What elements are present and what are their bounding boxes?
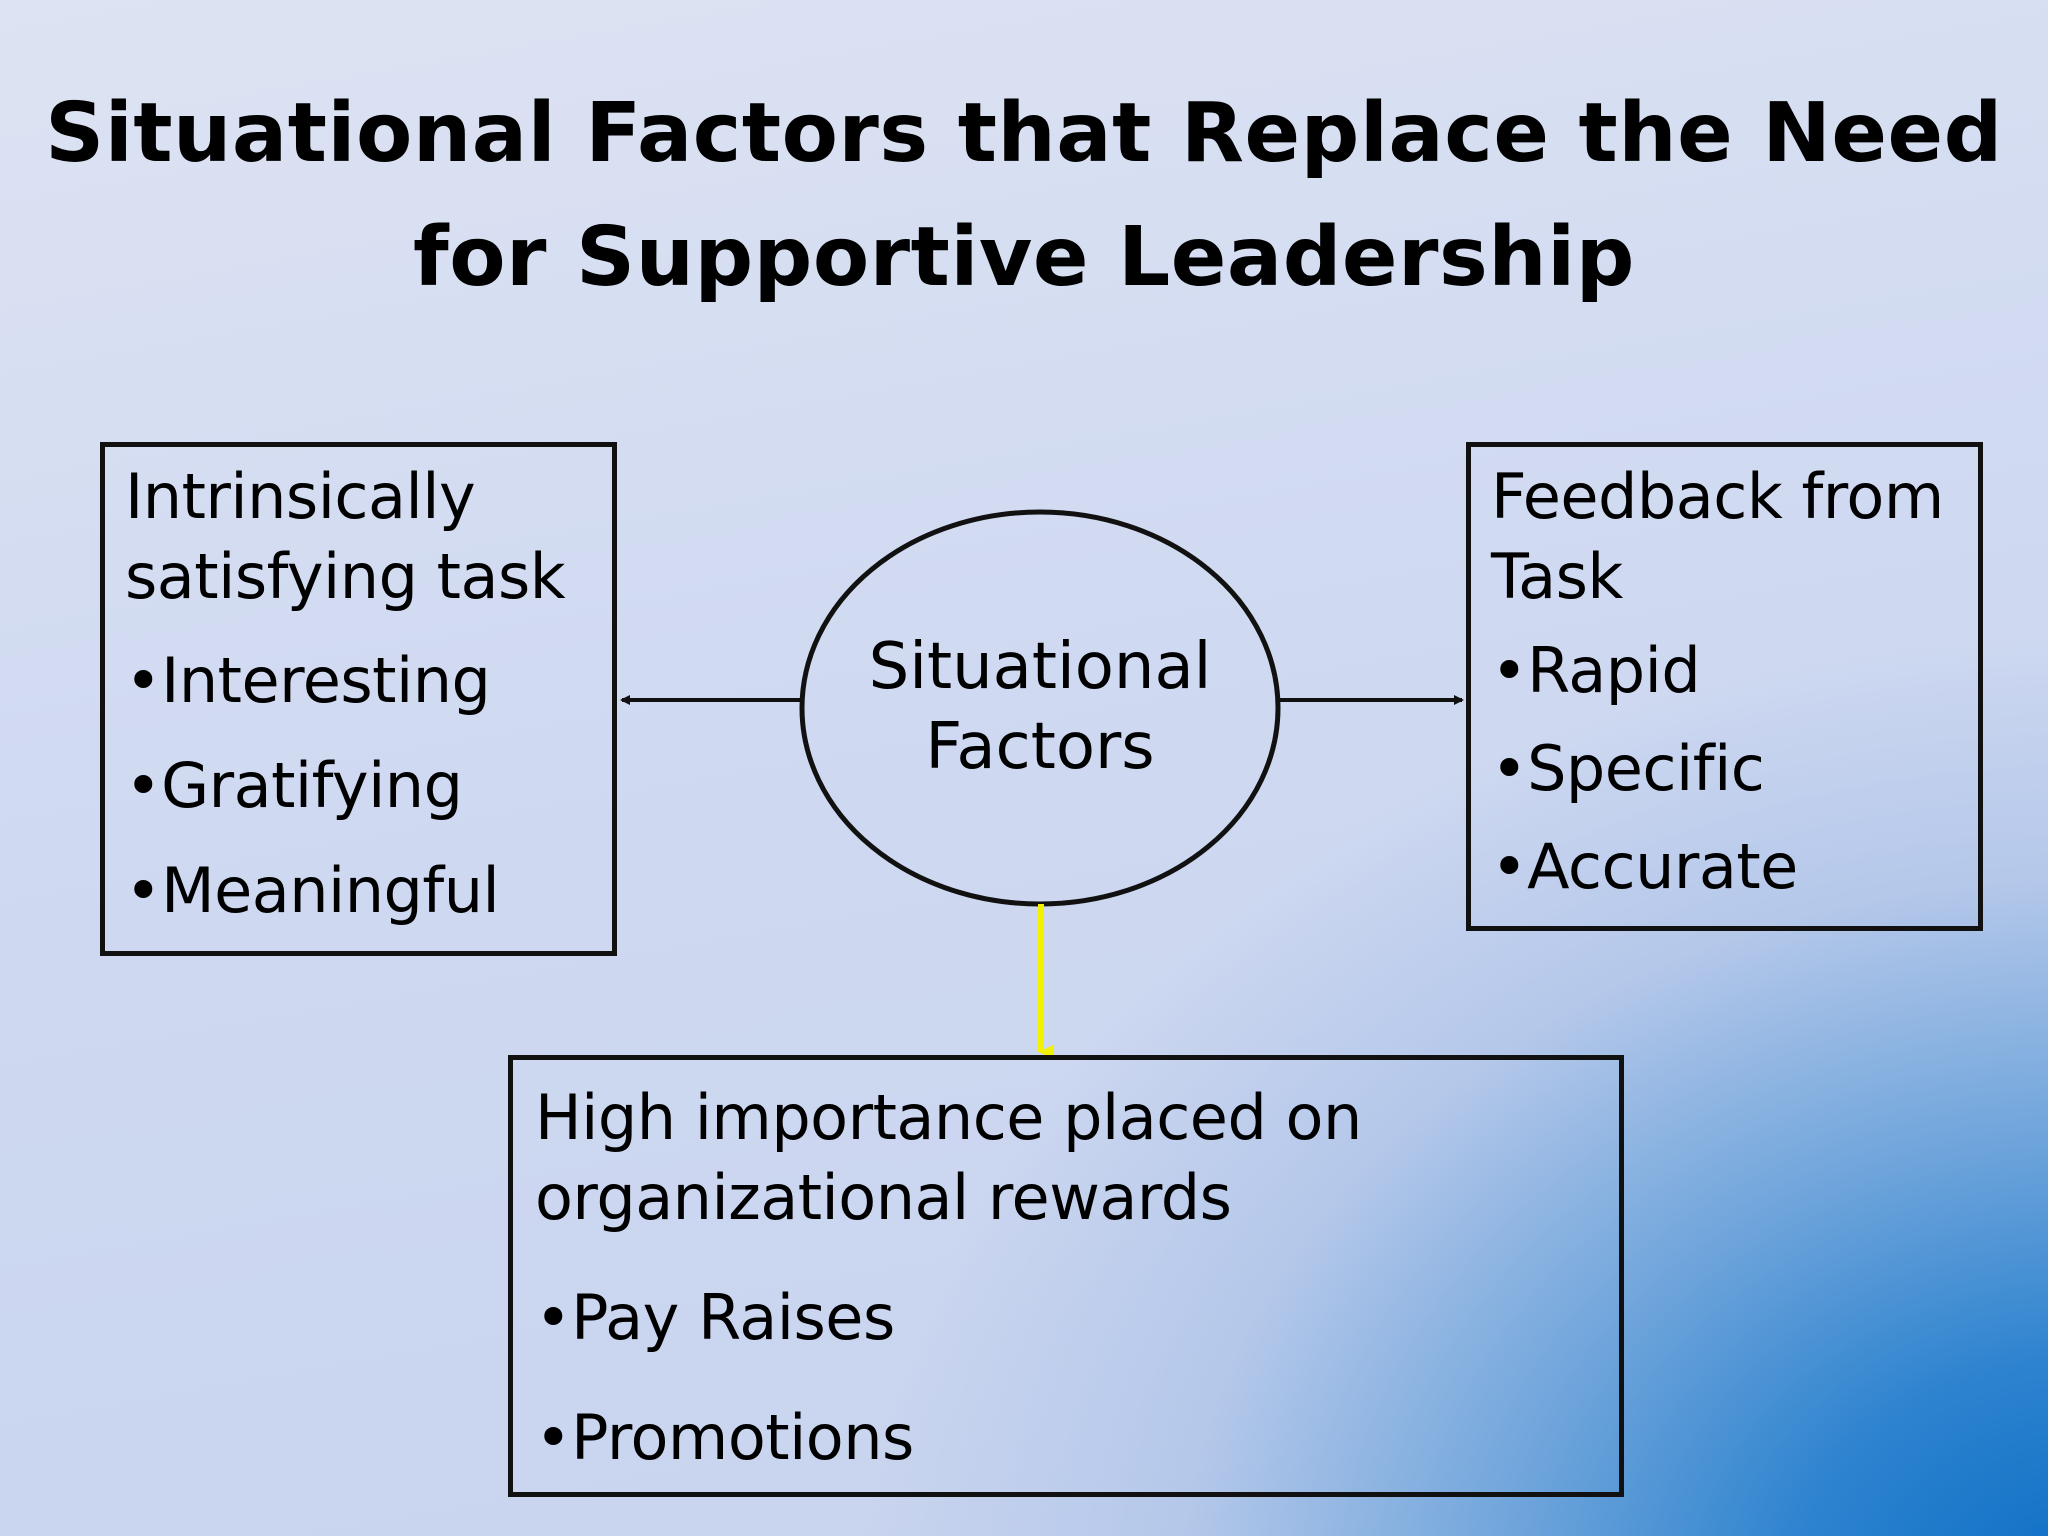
- list-item: Accurate: [1491, 827, 1978, 907]
- slide-title: Situational Factors that Replace the Nee…: [0, 72, 2048, 320]
- situational-factors-label: Situational Factors: [800, 627, 1280, 787]
- intrinsic-task-list: Interesting Gratifying Meaningful: [125, 641, 612, 931]
- list-item: Promotions: [535, 1398, 1619, 1478]
- organizational-rewards-heading: High importance placed on organizational…: [535, 1081, 1362, 1234]
- organizational-rewards-box: High importance placed on organizational…: [508, 1055, 1624, 1497]
- task-feedback-heading: Feedback from Task: [1491, 460, 1944, 613]
- intrinsic-task-heading: Intrinsically satisfying task: [125, 460, 566, 613]
- organizational-rewards-list: Pay Raises Promotions: [535, 1278, 1619, 1478]
- task-feedback-list: Rapid Specific Accurate: [1491, 631, 1978, 907]
- situational-factors-label-line-2: Factors: [925, 710, 1155, 784]
- list-item: Pay Raises: [535, 1278, 1619, 1358]
- task-feedback-box: Feedback from Task Rapid Specific Accura…: [1466, 442, 1983, 931]
- intrinsic-task-box: Intrinsically satisfying task Interestin…: [100, 442, 617, 956]
- list-item: Gratifying: [125, 746, 612, 826]
- list-item: Meaningful: [125, 851, 612, 931]
- list-item: Specific: [1491, 729, 1978, 809]
- situational-factors-label-line-1: Situational: [868, 630, 1212, 704]
- list-item: Interesting: [125, 641, 612, 721]
- slide-title-line-1: Situational Factors that Replace the Nee…: [45, 86, 2003, 181]
- slide-title-line-2: for Supportive Leadership: [413, 210, 1635, 305]
- list-item: Rapid: [1491, 631, 1978, 711]
